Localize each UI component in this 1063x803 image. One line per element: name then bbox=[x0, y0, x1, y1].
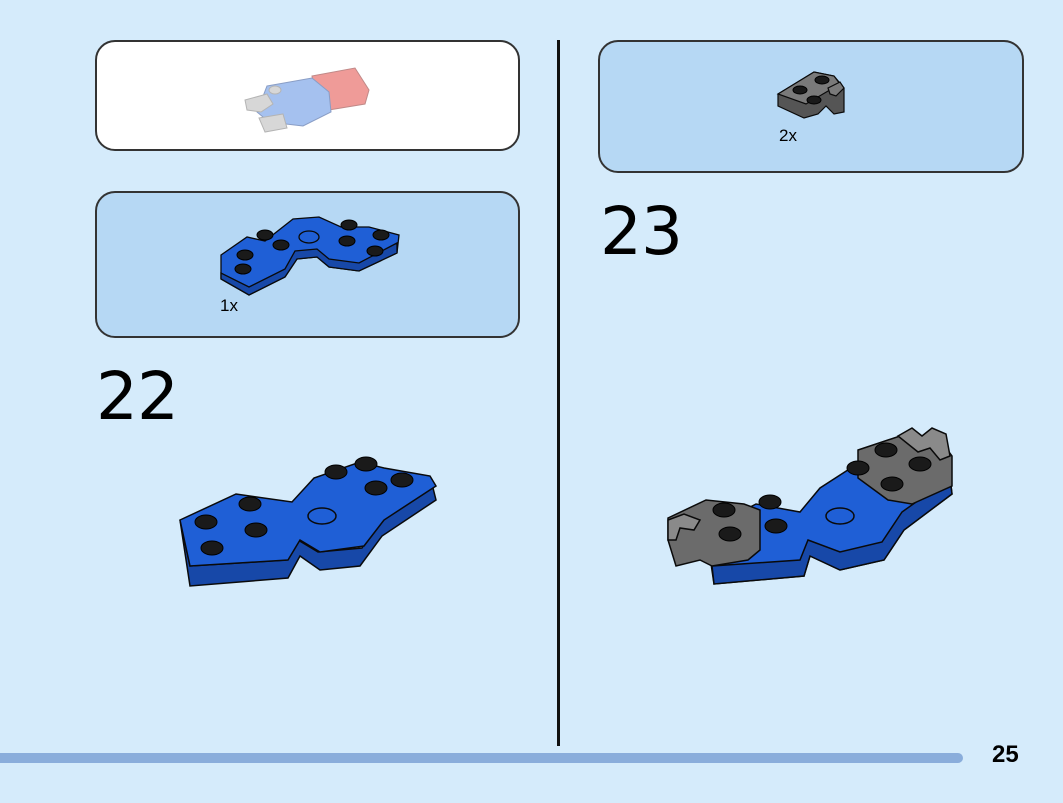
previous-build-preview-box bbox=[95, 40, 520, 151]
column-divider bbox=[557, 40, 560, 746]
previous-build-image bbox=[244, 67, 370, 133]
parts-quantity-label: 2x bbox=[779, 126, 797, 145]
gray-clip-plate-part-icon bbox=[776, 71, 845, 119]
step-number-23: 23 bbox=[600, 193, 683, 270]
parts-callout-step-22: 1x bbox=[95, 191, 520, 338]
page-number: 25 bbox=[992, 741, 1019, 768]
step-number-22: 22 bbox=[96, 358, 179, 435]
parts-callout-step-23: 2x bbox=[598, 40, 1024, 173]
page-progress-bar bbox=[0, 753, 963, 763]
blue-hinge-plate-part-icon bbox=[220, 216, 400, 296]
parts-quantity-label: 1x bbox=[220, 296, 238, 315]
